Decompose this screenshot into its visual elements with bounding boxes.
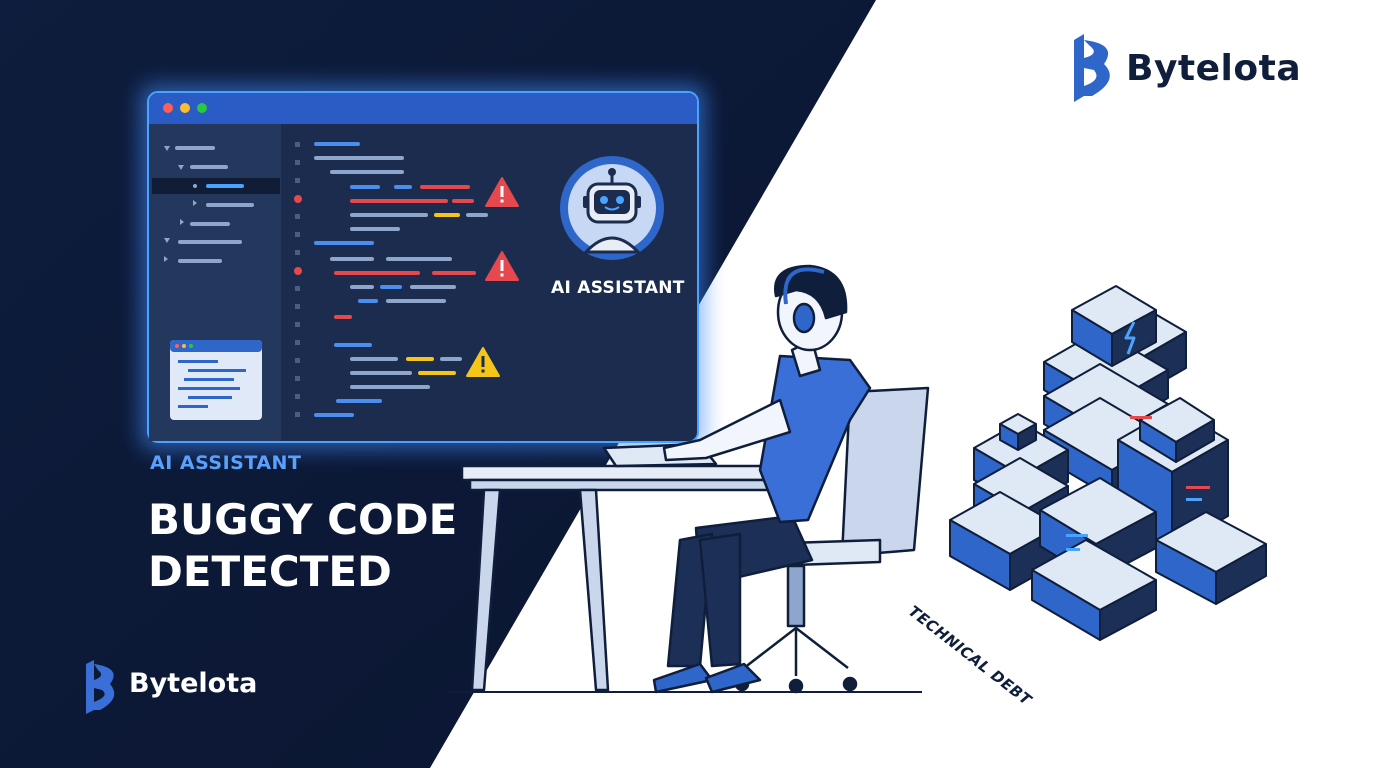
window-dot-icon[interactable] [197,103,207,113]
headphones-icon [783,267,825,334]
desk [460,442,782,692]
brand-logo-icon[interactable] [86,660,115,714]
file-tree-items [164,146,228,170]
breakpoint-dot[interactable] [294,267,302,275]
robot-icon [582,168,642,254]
code-editor-window [147,91,699,443]
developer-person [652,264,872,694]
brand-logo-icon[interactable] [1074,34,1110,102]
mini-preview-window [170,340,262,420]
ai-assistant-avatar[interactable] [560,156,664,260]
server-block [999,413,1037,451]
server-stack [949,285,1267,641]
hero-headline: BUGGY CODE DETECTED [148,494,457,598]
server-status-leds [1066,416,1210,551]
warning-icon[interactable] [485,251,519,281]
lightning-icon [1124,321,1136,355]
breakpoint-dot[interactable] [294,195,302,203]
warning-icon[interactable] [485,177,519,207]
brand-name-top[interactable]: Bytelota [1126,48,1302,89]
headline-line: BUGGY CODE [148,495,458,544]
hero-tag: AI ASSISTANT [150,452,302,474]
server-block [1071,285,1157,367]
server-block [1031,539,1157,641]
server-block [1155,511,1267,605]
brand-name-bottom[interactable]: Bytelota [129,668,258,699]
ai-assistant-label: AI ASSISTANT [551,278,685,298]
code-gutter [295,142,300,417]
window-dot-icon[interactable] [163,103,173,113]
headline-line: DETECTED [148,547,392,596]
code-lines [314,142,488,417]
server-block [1139,397,1215,463]
window-dot-icon[interactable] [180,103,190,113]
warning-icon[interactable] [466,347,500,377]
